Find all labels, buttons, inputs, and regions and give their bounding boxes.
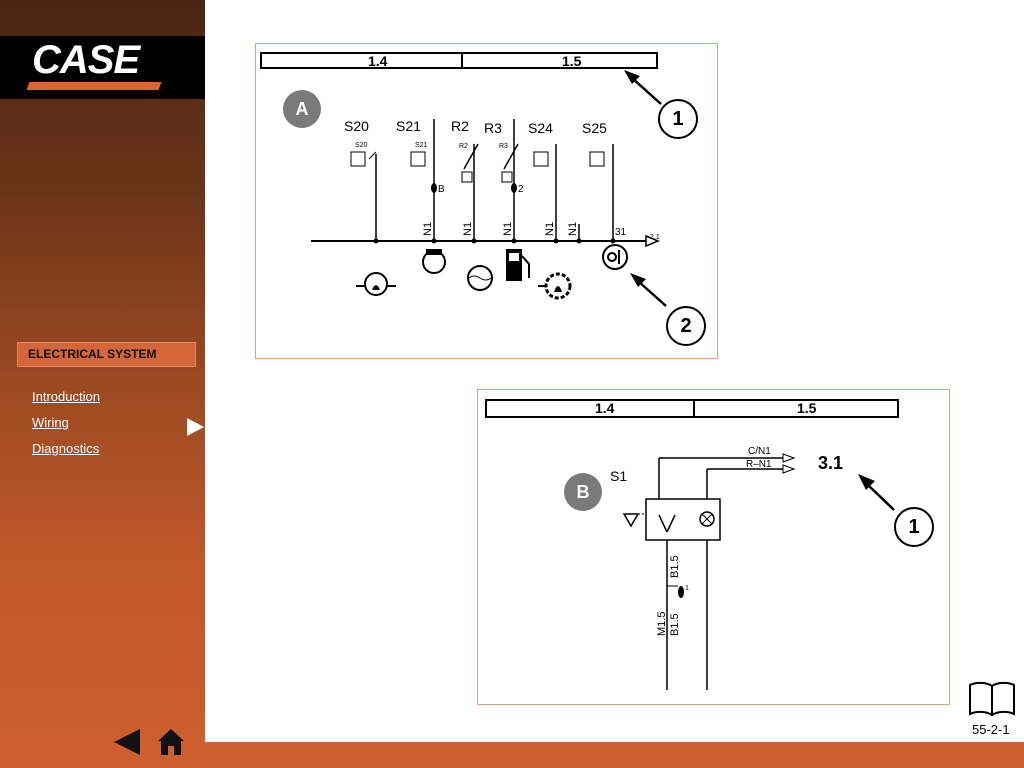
- small-label-s20: S20: [355, 142, 368, 149]
- fuel-level-icon: [506, 249, 530, 281]
- nav-link-diagnostics[interactable]: Diagnostics: [32, 441, 100, 456]
- pin-label-2: 2: [518, 184, 524, 195]
- diagram-a-drawing: [311, 70, 667, 307]
- pin-label-b: B: [438, 184, 445, 195]
- wire-label-n1: N1: [544, 221, 556, 236]
- ref-label-right: 1.5: [797, 400, 817, 416]
- ground-ref-label: 2.1: [650, 234, 660, 241]
- pin-label-1: 1: [685, 585, 689, 592]
- footer-bar: [205, 742, 1024, 768]
- logo-swoosh: [26, 82, 162, 90]
- nav-link-introduction[interactable]: Introduction: [32, 389, 100, 404]
- ref-label-left: 1.4: [595, 400, 615, 416]
- wire-label-b15: B1.5: [669, 613, 681, 636]
- component-label-r3: R3: [484, 120, 502, 136]
- small-label-r2: R2: [459, 143, 468, 150]
- oil-pressure-gear-icon: [538, 272, 572, 300]
- callout-2: 2: [666, 306, 706, 346]
- case-logo: CASE: [32, 38, 140, 82]
- wire-label-c-n1: C/N1: [748, 446, 771, 457]
- wire-label-n1: N1: [567, 221, 579, 236]
- wire-label-r-n1: R–N1: [746, 459, 772, 470]
- component-label-s25: S25: [582, 120, 607, 136]
- wire-label-m15: M1.5: [656, 611, 668, 636]
- oil-pressure-icon: [356, 272, 396, 296]
- wire-label-b15: B1.5: [669, 555, 681, 578]
- component-label-s1: S1: [610, 468, 628, 484]
- wiring-diagram-b: 1.4 1.5 B 1 S1 C/N1 R–N1 3.1 B1.5 M1.5 B…: [477, 389, 950, 705]
- ref-label-left: 1.4: [368, 53, 388, 69]
- ground-label: 31: [615, 227, 627, 238]
- sidebar: CASE ELECTRICAL SYSTEM Introduction Wiri…: [0, 0, 205, 768]
- triangle-right-icon: [187, 418, 204, 436]
- diagram-badge-b: B: [564, 473, 602, 511]
- wire-label-n1: N1: [422, 221, 434, 236]
- book-icon[interactable]: [968, 680, 1016, 718]
- triangle-left-icon: [114, 729, 140, 755]
- component-label-s24: S24: [528, 120, 553, 136]
- back-button[interactable]: [114, 729, 142, 755]
- wire-label-n1: N1: [462, 221, 474, 236]
- callout-1: 1: [894, 507, 934, 547]
- small-label-r3: R3: [499, 143, 508, 150]
- small-label-s21: S21: [415, 142, 428, 149]
- diagram-badge-a: A: [283, 90, 321, 128]
- section-header: ELECTRICAL SYSTEM: [17, 342, 196, 367]
- component-label-s20: S20: [344, 118, 369, 134]
- nav-link-wiring[interactable]: Wiring: [32, 415, 69, 430]
- coolant-level-icon: [467, 265, 493, 291]
- section-title: ELECTRICAL SYSTEM: [28, 347, 157, 361]
- reference-bar-a: 1.4 1.5: [260, 52, 658, 69]
- component-label-s21: S21: [396, 118, 421, 134]
- engine-temperature-icon: [422, 249, 446, 274]
- reference-target-label: 3.1: [818, 453, 844, 473]
- diagram-b-drawing: [622, 453, 895, 690]
- wiring-diagram-a: 1.4 1.5 A 1 2 S20 S21 R2 R3 S24 S25 S20 …: [255, 43, 718, 359]
- callout-1: 1: [658, 99, 698, 139]
- ref-label-right: 1.5: [562, 53, 582, 69]
- home-icon: [158, 729, 184, 755]
- wire-label-n1: N1: [502, 221, 514, 236]
- home-button[interactable]: [157, 728, 185, 756]
- warning-lamp-icon: [602, 244, 628, 270]
- component-label-r2: R2: [451, 118, 469, 134]
- page-number: 55-2-1: [972, 722, 1010, 737]
- reference-bar-b: 1.4 1.5: [485, 399, 899, 418]
